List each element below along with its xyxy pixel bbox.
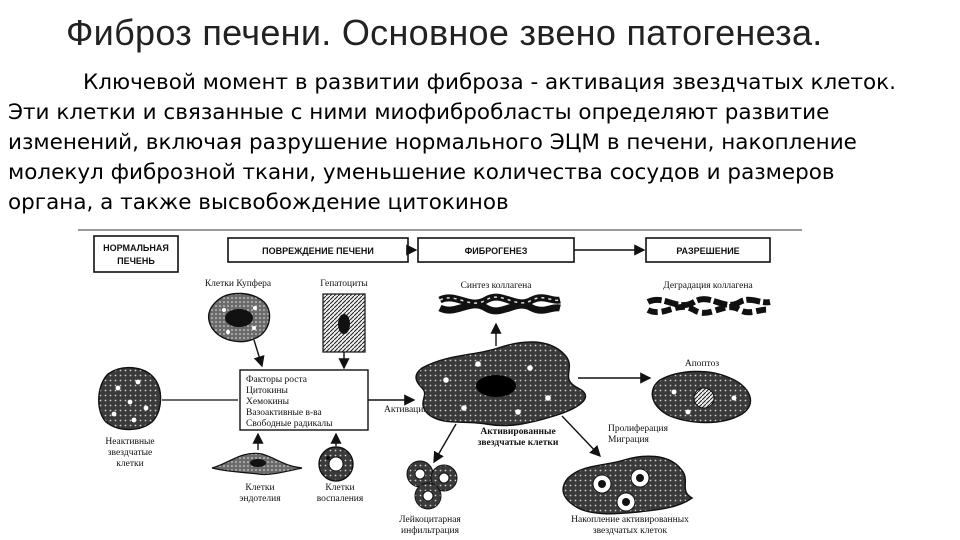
label-inflammation-2: воспаления [317,494,364,504]
label-accumulation-1: Накопление активированных [571,515,689,525]
label-leukocyte-2: инфильтрация [401,525,460,536]
paragraph-line: молекул фиброзной ткани, уменьшение коли… [8,160,835,185]
factor-item: Хемокины [246,397,290,407]
slide-title: Фиброз печени. Основное звено патогенеза… [66,12,823,53]
label-collagen-synthesis: Синтез коллагена [461,281,533,291]
paragraph-line: органа, а также высвобождение цитокинов [8,190,509,215]
inflammatory-cell [318,446,354,482]
inactive-stellate-cell [98,367,162,431]
label-inactive-2: звездчатые [108,448,152,458]
collagen-fibre-synthesis [438,293,561,315]
label-accumulation-2: звездчатых клеток [593,526,668,536]
stage-injury: ПОВРЕЖДЕНИЕ ПЕЧЕНИ [262,246,374,256]
hepatocyte-cell [322,293,366,353]
stage-normal-line1: НОРМАЛЬНАЯ [103,243,169,253]
stage-box-normal: НОРМАЛЬНАЯ ПЕЧЕНЬ [93,235,179,273]
stage-box-injury: ПОВРЕЖДЕНИЕ ПЕЧЕНИ [227,237,409,263]
label-activated-2: звездчатые клетки [478,438,559,448]
label-endothelium-2: эндотелия [239,494,281,504]
factor-item: Вазоактивные в-ва [246,408,322,418]
label-inactive-1: Неактивные [105,437,154,447]
label-collagen-degradation: Деградация коллагена [663,281,753,291]
arrow-activated-to-leukocyte [433,423,457,464]
label-inactive-3: клетки [116,459,143,469]
kupffer-cell [207,292,271,343]
stage-box-resolution: РАЗРЕШЕНИЕ [645,237,771,263]
paragraph-line: Эти клетки и связанные с ними миофибробл… [8,100,830,125]
label-kupffer: Клетки Купфера [205,278,272,289]
stage-resolution: РАЗРЕШЕНИЕ [676,246,739,256]
collagen-fibre-degradation [646,296,771,316]
factor-item: Факторы роста [246,375,308,385]
endothelial-cell [211,452,303,476]
label-activated-1: Активированные [480,427,555,437]
arrow-activated-to-accumulation [561,415,601,458]
stage-fibrogenesis: ФИБРОГЕНЕЗ [465,246,528,256]
factor-item: Цитокины [246,386,289,396]
factors-box: Факторы роста Цитокины Хемокины Вазоакти… [239,369,369,431]
label-apoptosis: Апоптоз [685,359,720,369]
label-endothelium-1: Клетки [245,483,274,493]
pathogenesis-diagram: НОРМАЛЬНАЯ ПЕЧЕНЬ ПОВРЕЖДЕНИЕ ПЕЧЕНИ ФИБ… [78,229,802,536]
activated-stellate-cell [415,341,587,427]
label-leukocyte-1: Лейкоцитарная [399,514,461,525]
stage-box-fibrogenesis: ФИБРОГЕНЕЗ [417,237,575,263]
paragraph-line: Ключевой момент в развитии фиброза - акт… [83,70,896,95]
label-proliferation: Пролиферация [608,423,669,434]
slide-paragraph: Ключевой момент в развитии фиброза - акт… [8,68,953,218]
factor-item: Свободные радикалы [246,418,333,429]
accumulated-stellate-cells [562,455,694,515]
label-activation: Активация [384,405,428,415]
stage-normal-line2: ПЕЧЕНЬ [117,256,155,266]
label-migration: Миграция [608,435,650,445]
label-inflammation-1: Клетки [325,483,354,493]
label-hepatocytes: Гепатоциты [320,279,368,289]
apoptotic-cell [651,370,752,424]
leukocyte-cluster [406,460,458,510]
arrow-kupffer-to-factors [253,339,265,368]
paragraph-line: изменений, включая разрушение нормальног… [8,130,857,155]
